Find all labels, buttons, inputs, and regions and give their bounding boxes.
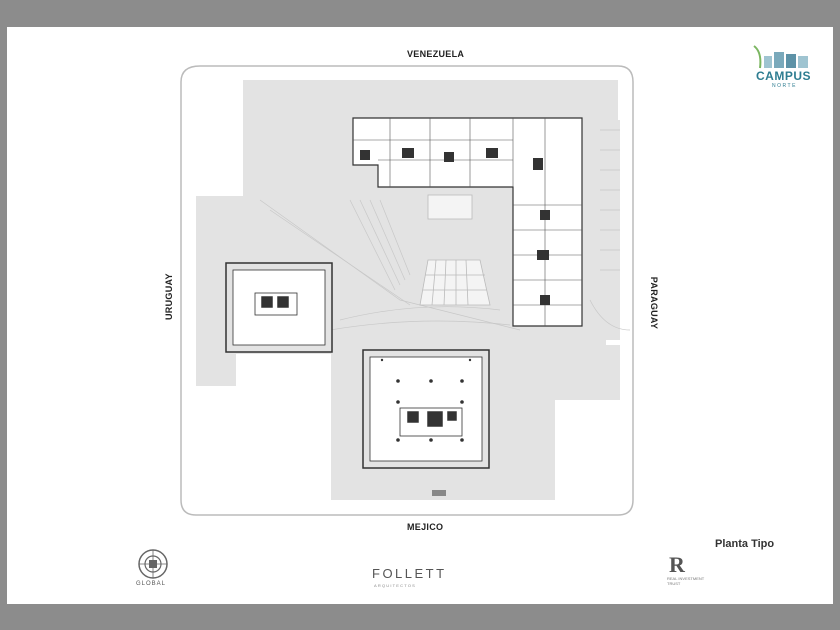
real-investment-trust-logo: R REAL INVESTMENT TRUST xyxy=(665,552,705,598)
campus-subname: NORTE xyxy=(772,83,797,89)
street-label-east: PARAGUAY xyxy=(649,276,660,330)
west-tower xyxy=(225,262,333,353)
residential-cores xyxy=(360,148,550,305)
global-logo: GLOBAL xyxy=(132,548,174,590)
street-label-west: URUGUAY xyxy=(164,273,174,320)
entrance-mark xyxy=(432,490,446,496)
global-name: GLOBAL xyxy=(136,581,167,587)
office-tower xyxy=(362,349,490,469)
rit-mark: R xyxy=(669,552,685,577)
follett-name: FOLLETT xyxy=(372,566,447,581)
follett-logo: FOLLETT ARQUITECTOS xyxy=(372,566,447,588)
campus-norte-logo: CAMPUS NORTE xyxy=(748,42,818,92)
atrium xyxy=(419,194,491,306)
street-label-south: MEJICO xyxy=(407,522,444,532)
rit-name: REAL INVESTMENT TRUST xyxy=(667,576,705,586)
landscape-lines xyxy=(259,129,631,331)
street-label-north: VENEZUELA xyxy=(407,49,465,59)
leaf-icon xyxy=(753,45,808,69)
globe-icon xyxy=(138,549,168,579)
plan-title: Planta Tipo xyxy=(715,538,775,550)
office-columns xyxy=(380,358,472,442)
campus-name: CAMPUS xyxy=(756,69,812,83)
follett-subname: ARQUITECTOS xyxy=(374,583,417,588)
